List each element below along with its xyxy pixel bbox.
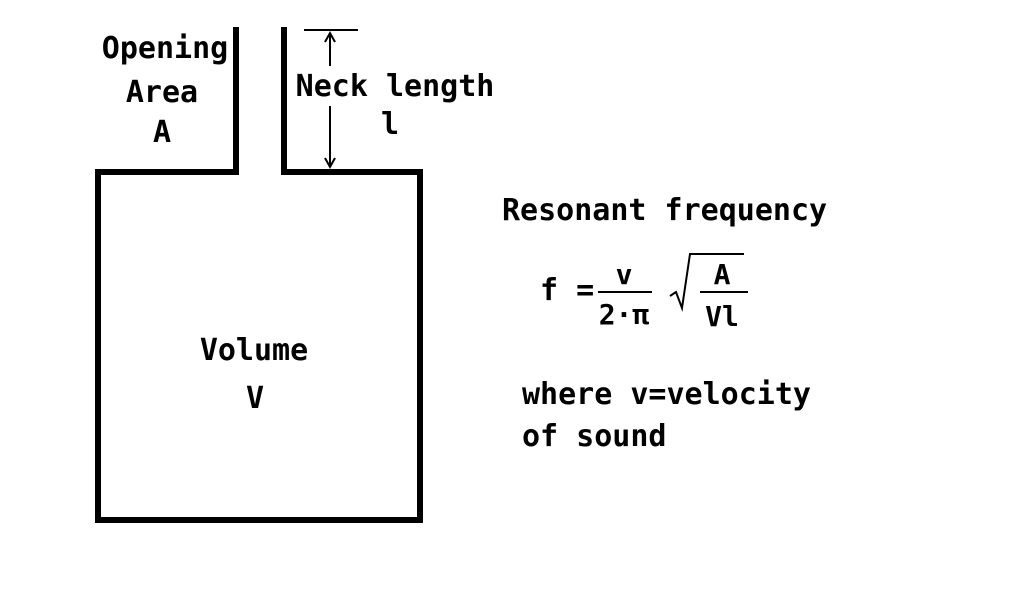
- volume-symbol: V: [246, 381, 264, 416]
- arrow-up-head: [324, 30, 336, 43]
- neck-length-dimension: [304, 29, 358, 170]
- note-line2: of sound: [522, 419, 667, 454]
- formula-lhs: f =: [540, 273, 594, 308]
- root-numerator: A: [714, 258, 731, 291]
- neck-length-symbol: l: [381, 107, 399, 142]
- arrow-down-head: [324, 157, 336, 170]
- opening-label-line2: Area: [126, 75, 198, 110]
- sqrt-sign: [669, 253, 744, 312]
- root-denominator: Vl: [705, 300, 739, 333]
- opening-symbol: A: [153, 115, 171, 150]
- volume-label: Volume: [200, 333, 308, 368]
- resonant-frequency-formula: Resonant frequency f = v 2·π A Vl: [502, 193, 827, 333]
- formula-title: Resonant frequency: [502, 193, 827, 228]
- formula-denominator: 2·π: [599, 298, 650, 331]
- vessel-outline: [95, 27, 423, 523]
- formula-numerator: v: [616, 258, 633, 291]
- note-line1: where v=velocity: [522, 377, 811, 412]
- resonator-vessel: [95, 27, 423, 523]
- neck-length-label: Neck length: [296, 69, 495, 104]
- opening-label-line1: Opening: [102, 31, 228, 66]
